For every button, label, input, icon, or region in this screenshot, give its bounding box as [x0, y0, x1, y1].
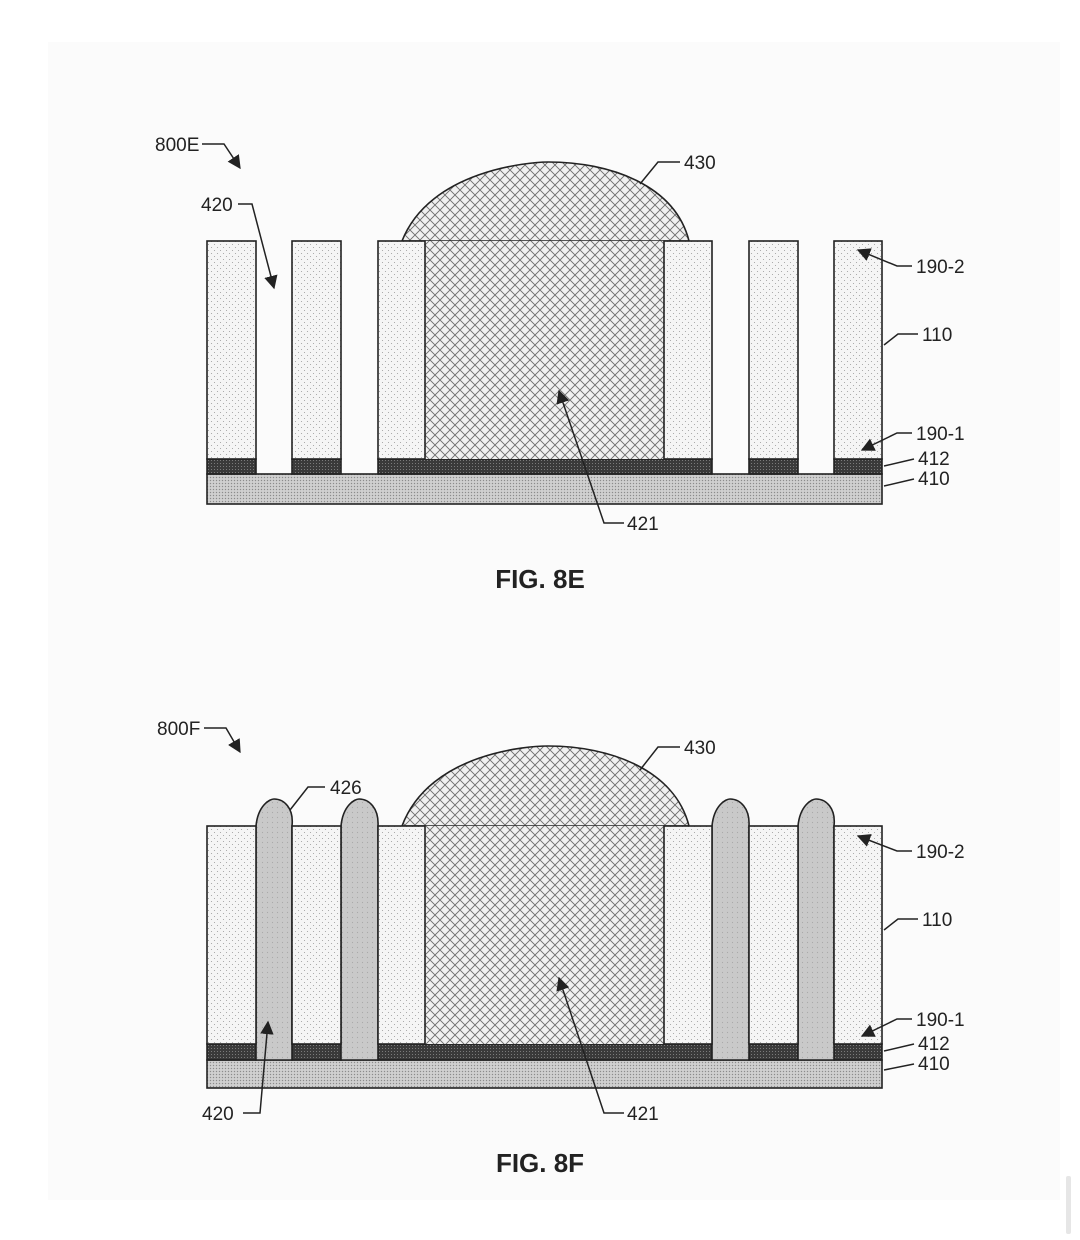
label-190-2: 190-2 — [916, 257, 965, 278]
ref-label-800e: 800E — [155, 135, 199, 156]
substrate-410 — [206, 1059, 883, 1089]
label-410: 410 — [918, 469, 950, 490]
trench-fill-420 — [255, 798, 836, 1061]
label-420: 420 — [202, 1104, 234, 1125]
label-426: 426 — [330, 778, 362, 799]
fill-421 — [425, 241, 664, 459]
label-412: 412 — [918, 449, 950, 470]
label-190-1: 190-1 — [916, 424, 965, 445]
caption-fig-8e: FIG. 8E — [495, 564, 585, 594]
label-190-2: 190-2 — [916, 842, 965, 863]
ref-label-800f: 800F — [157, 719, 200, 740]
cap-430 — [400, 161, 691, 242]
label-412: 412 — [918, 1034, 950, 1055]
caption-fig-8f: FIG. 8F — [496, 1148, 584, 1178]
bond-layer-412 — [206, 1043, 883, 1061]
bump-426 — [797, 798, 836, 1061]
fill-421 — [425, 826, 664, 1044]
figure-8e: 800E 420 430 190-2 110 190-1 412 410 421… — [155, 135, 965, 594]
label-430: 430 — [684, 738, 716, 759]
pillars-110 — [206, 825, 883, 1045]
label-110: 110 — [922, 325, 952, 346]
cap-430 — [400, 745, 691, 827]
label-190-1: 190-1 — [916, 1010, 965, 1031]
label-421: 421 — [627, 514, 659, 535]
label-430: 430 — [684, 153, 716, 174]
label-410: 410 — [918, 1054, 950, 1075]
label-110: 110 — [922, 910, 952, 931]
bump-426 — [711, 798, 750, 1061]
label-420: 420 — [201, 195, 233, 216]
pillars-110 — [206, 240, 883, 460]
scroll-edge-marker — [1066, 1176, 1071, 1234]
substrate-410 — [206, 473, 883, 505]
bump-426 — [255, 798, 294, 1061]
label-421: 421 — [627, 1104, 659, 1125]
bump-426 — [340, 798, 379, 1061]
bond-layer-412 — [206, 458, 883, 475]
figure-8f: 800F 426 430 190-2 110 190-1 412 410 420… — [157, 719, 965, 1178]
